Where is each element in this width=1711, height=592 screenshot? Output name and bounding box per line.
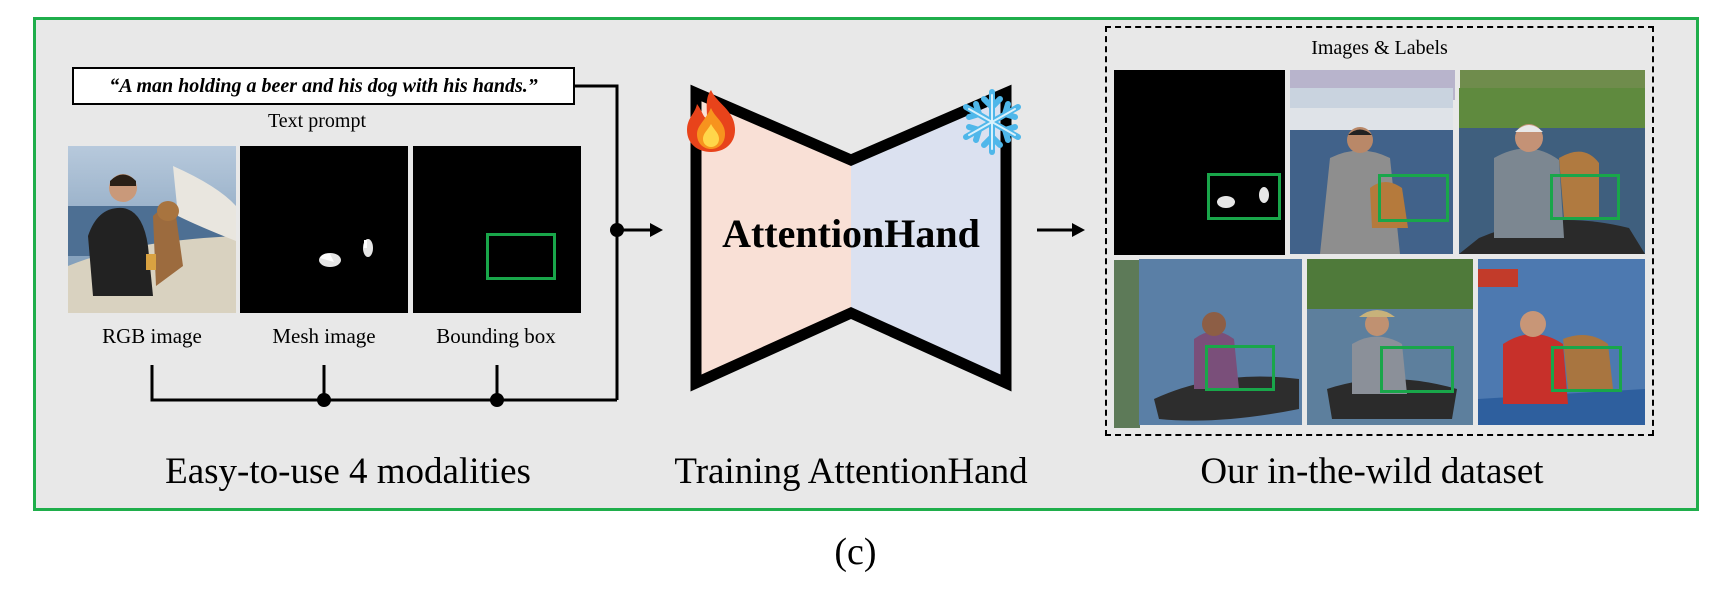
output-section-title: Our in-the-wild dataset — [1200, 451, 1544, 492]
bounding-box-marker — [1380, 346, 1454, 393]
generated-image-tile — [1459, 88, 1645, 254]
bounding-box-marker — [1205, 345, 1275, 391]
generated-image-tile — [1290, 88, 1453, 254]
images-labels-box — [1105, 26, 1654, 436]
stacked-image-back — [1460, 70, 1645, 92]
bounding-box-thumbnail — [413, 146, 581, 313]
model-name-label: AttentionHand — [722, 211, 980, 256]
mesh-label-tile — [1114, 70, 1285, 255]
model-section-title: Training AttentionHand — [674, 451, 1028, 492]
generated-image-tile — [1478, 259, 1645, 425]
images-labels-title: Images & Labels — [1311, 37, 1448, 59]
rgb-image-thumbnail — [68, 146, 236, 313]
generated-image-tile — [1139, 259, 1302, 425]
mesh-image-thumbnail — [240, 146, 408, 313]
bounding-box-marker — [1207, 173, 1281, 220]
text-prompt-text: “A man holding a beer and his dog with h… — [109, 74, 538, 97]
rgb-image-caption: RGB image — [102, 324, 202, 348]
inputs-section-title: Easy-to-use 4 modalities — [165, 451, 531, 492]
text-prompt-label: Text prompt — [267, 110, 367, 132]
bounding-box-marker — [1550, 174, 1620, 220]
generated-image-tile — [1307, 259, 1473, 425]
bounding-box-caption: Bounding box — [436, 324, 556, 348]
bounding-box-marker — [1551, 346, 1622, 392]
fire-icon — [677, 88, 745, 154]
mesh-image-caption: Mesh image — [272, 324, 376, 348]
bounding-box-marker — [486, 233, 556, 280]
stacked-image-back — [1114, 260, 1140, 428]
text-prompt-box: “A man holding a beer and his dog with h… — [72, 67, 575, 105]
snowflake-icon — [957, 87, 1027, 157]
subfigure-label: (c) — [834, 531, 877, 573]
bounding-box-marker — [1378, 174, 1449, 222]
